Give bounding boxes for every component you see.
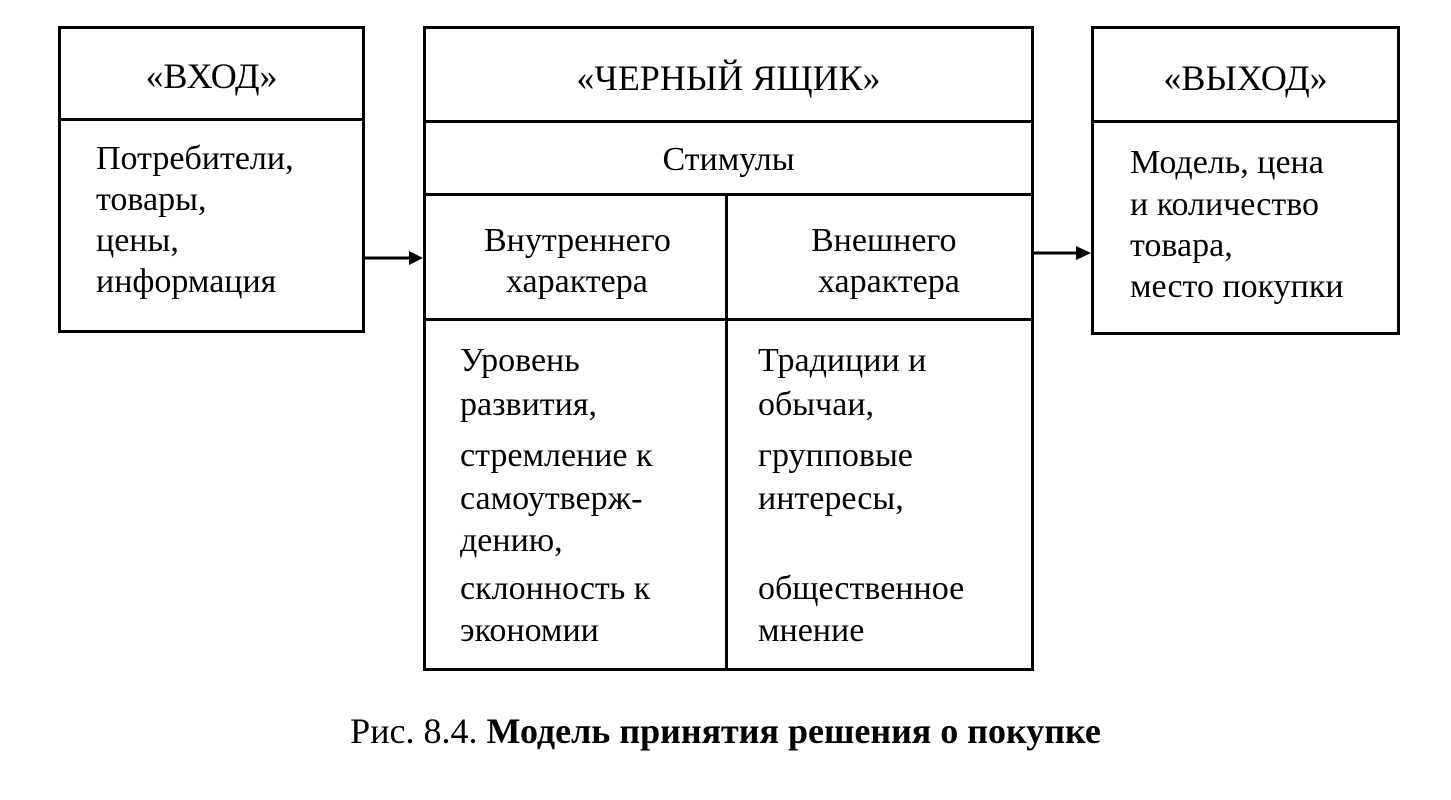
output-line: товара, <box>1130 227 1233 264</box>
output-line: место покупки <box>1130 268 1344 305</box>
internal-item: Уровень <box>460 342 580 379</box>
external-item: интересы, <box>758 480 904 517</box>
internal-item: экономии <box>460 612 599 649</box>
output-box <box>1091 26 1400 335</box>
black-box <box>423 26 1034 671</box>
external-item: общественное <box>758 570 965 607</box>
black-box-title: «ЧЕРНЫЙ ЯЩИК» <box>576 58 881 98</box>
column-divider <box>725 193 728 671</box>
stimuli-label: Стимулы <box>662 141 795 178</box>
input-to-black-box-arrow <box>365 251 423 265</box>
input-line: Потребители, <box>96 140 294 177</box>
external-item: мнение <box>758 612 865 649</box>
output-line: Модель, цена <box>1130 144 1324 181</box>
external-item: групповые <box>758 437 913 474</box>
input-box-divider <box>58 118 365 121</box>
header-divider <box>423 318 1034 321</box>
output-box-title: «ВЫХОД» <box>1163 58 1328 98</box>
output-line: и количество <box>1130 186 1320 223</box>
black-box-title-divider <box>423 120 1034 123</box>
internal-item: дению, <box>460 522 563 559</box>
external-header: характера <box>818 263 960 300</box>
input-box <box>58 26 365 333</box>
internal-item: самоутверж- <box>460 480 643 517</box>
caption-prefix: Рис. 8.4. <box>350 711 478 751</box>
input-line: цены, <box>96 222 179 259</box>
input-box-title: «ВХОД» <box>145 56 278 96</box>
caption-title: Модель принятия решения о покупке <box>486 711 1101 751</box>
black-box-to-output-arrow <box>1034 246 1091 260</box>
internal-header: характера <box>506 263 648 300</box>
external-item: Традиции и <box>758 342 927 379</box>
internal-item: склонность к <box>460 570 651 607</box>
internal-item: стремление к <box>460 437 653 474</box>
external-header: Внешнего <box>811 222 957 259</box>
figure-caption: Рис. 8.4. Модель принятия решения о поку… <box>0 710 1451 752</box>
internal-header: Внутреннего <box>484 222 671 259</box>
input-line: информация <box>96 263 277 300</box>
external-item: обычаи, <box>758 386 875 423</box>
internal-item: развития, <box>460 386 597 423</box>
stimuli-divider <box>423 193 1034 196</box>
output-box-divider <box>1091 120 1400 123</box>
input-line: товары, <box>96 181 207 218</box>
